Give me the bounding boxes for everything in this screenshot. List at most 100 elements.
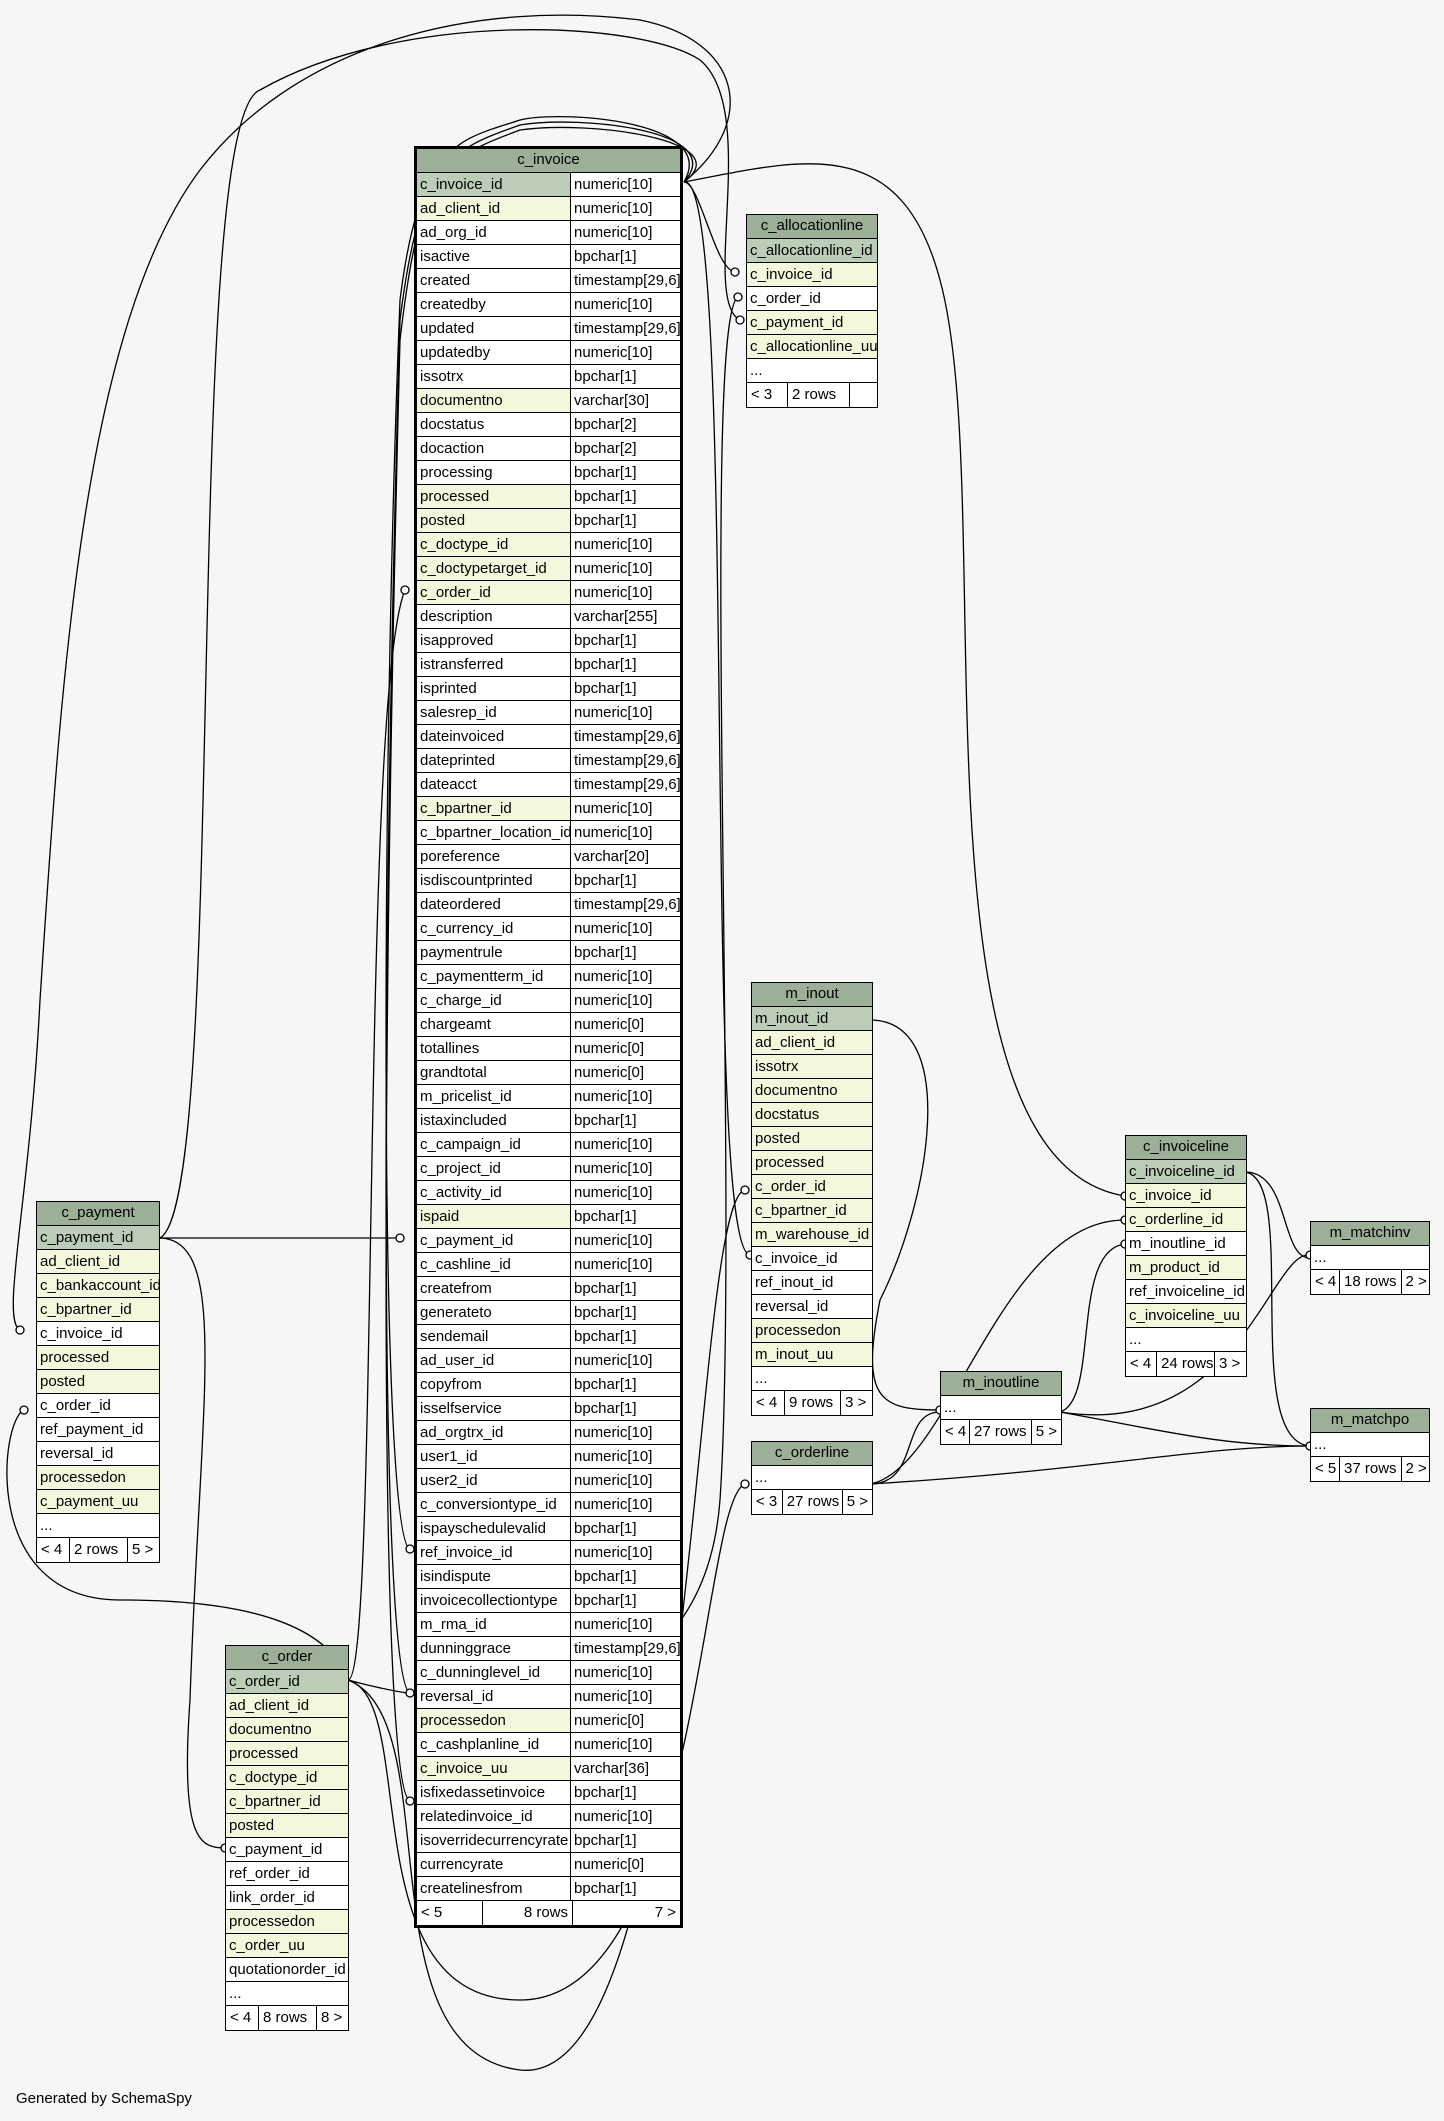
children-count[interactable]: 8 >	[316, 2006, 348, 2030]
column-row[interactable]: posted	[752, 1127, 872, 1151]
column-row[interactable]: reversal_id	[752, 1295, 872, 1319]
column-row[interactable]: ...	[747, 359, 877, 383]
children-count[interactable]	[849, 383, 877, 407]
column-row[interactable]: posted	[226, 1814, 348, 1838]
table-title[interactable]: c_orderline	[752, 1442, 872, 1466]
column-row[interactable]: c_allocationline_uu	[747, 335, 877, 359]
column-row[interactable]: c_bpartner_id	[37, 1298, 159, 1322]
children-count[interactable]: 5 >	[841, 1490, 872, 1514]
column-row[interactable]: processed	[752, 1151, 872, 1175]
column-row[interactable]: documentno	[226, 1718, 348, 1742]
column-row[interactable]: documentno	[752, 1079, 872, 1103]
column-row[interactable]: ad_client_id	[37, 1250, 159, 1274]
column-row[interactable]: issotrx	[752, 1055, 872, 1079]
table-title[interactable]: c_payment	[37, 1202, 159, 1226]
children-count[interactable]: 3 >	[1214, 1352, 1246, 1376]
table-title[interactable]: m_inout	[752, 983, 872, 1007]
column-row[interactable]: processedon	[226, 1910, 348, 1934]
table-title[interactable]: c_allocationline	[747, 215, 877, 239]
column-row[interactable]: ...	[752, 1367, 872, 1391]
parents-count[interactable]: < 4	[756, 1394, 778, 1411]
column-row[interactable]: c_order_id	[752, 1175, 872, 1199]
column-row[interactable]: m_inoutline_id	[1126, 1232, 1246, 1256]
column-row[interactable]: ...	[1311, 1246, 1429, 1270]
column-row[interactable]: c_order_id	[747, 287, 877, 311]
column-row[interactable]: processed	[226, 1742, 348, 1766]
children-count[interactable]: 2 >	[1400, 1270, 1431, 1294]
column-row[interactable]: c_invoice_id	[752, 1247, 872, 1271]
children-count[interactable]: 3 >	[840, 1391, 872, 1415]
column-row[interactable]: c_payment_id	[226, 1838, 348, 1862]
column-row[interactable]: reversal_id	[37, 1442, 159, 1466]
column-row[interactable]: c_invoice_id	[37, 1322, 159, 1346]
table-title[interactable]: c_invoiceline	[1126, 1136, 1246, 1160]
children-count[interactable]: 5 >	[1030, 1420, 1061, 1444]
parents-count[interactable]: < 4	[945, 1423, 967, 1440]
parents-count[interactable]: < 4	[230, 2009, 252, 2026]
column-row[interactable]: c_invoiceline_id	[1126, 1160, 1246, 1184]
column-row[interactable]: c_allocationline_id	[747, 239, 877, 263]
column-row[interactable]: ...	[1311, 1433, 1429, 1457]
column-row[interactable]: c_invoice_id	[747, 263, 877, 287]
parents-count[interactable]: < 4	[41, 1541, 63, 1558]
parents-count[interactable]: < 5	[421, 1904, 443, 1921]
column-row[interactable]: c_bpartner_id	[226, 1790, 348, 1814]
column-row[interactable]: c_payment_id	[747, 311, 877, 335]
parents-count[interactable]: < 5	[1315, 1460, 1337, 1477]
column-row[interactable]: ref_inout_id	[752, 1271, 872, 1295]
column-row[interactable]: c_bpartner_id	[752, 1199, 872, 1223]
column-row[interactable]: m_inout_uu	[752, 1343, 872, 1367]
parents-count[interactable]: < 4	[1130, 1355, 1152, 1372]
column-row[interactable]: posted	[37, 1370, 159, 1394]
column-row[interactable]: m_warehouse_id	[752, 1223, 872, 1247]
column-row[interactable]: ad_client_id	[752, 1031, 872, 1055]
table-title[interactable]: m_matchpo	[1311, 1409, 1429, 1433]
column-row[interactable]: c_orderline_id	[1126, 1208, 1246, 1232]
table-title[interactable]: m_matchinv	[1311, 1222, 1429, 1246]
